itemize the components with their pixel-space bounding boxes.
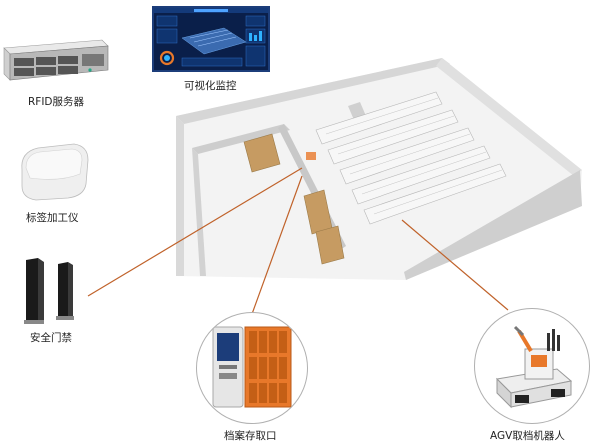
tag-processor-device (16, 140, 92, 204)
monitor-screen (152, 6, 270, 72)
monitor-label: 可视化监控 (184, 80, 237, 92)
agv-robot-label: AGV取档机器人 (490, 430, 565, 442)
warehouse-3d-model (176, 46, 582, 280)
archive-port-label: 档案存取口 (224, 430, 277, 442)
agv-robot-circle (474, 308, 590, 424)
tag-processor-label: 标签加工仪 (26, 212, 79, 224)
archive-port-circle (196, 312, 308, 424)
rfid-server-device (2, 30, 109, 88)
rfid-server-label: RFID服务器 (28, 96, 85, 108)
security-gate-device (20, 254, 80, 326)
security-gate-label: 安全门禁 (30, 332, 72, 344)
